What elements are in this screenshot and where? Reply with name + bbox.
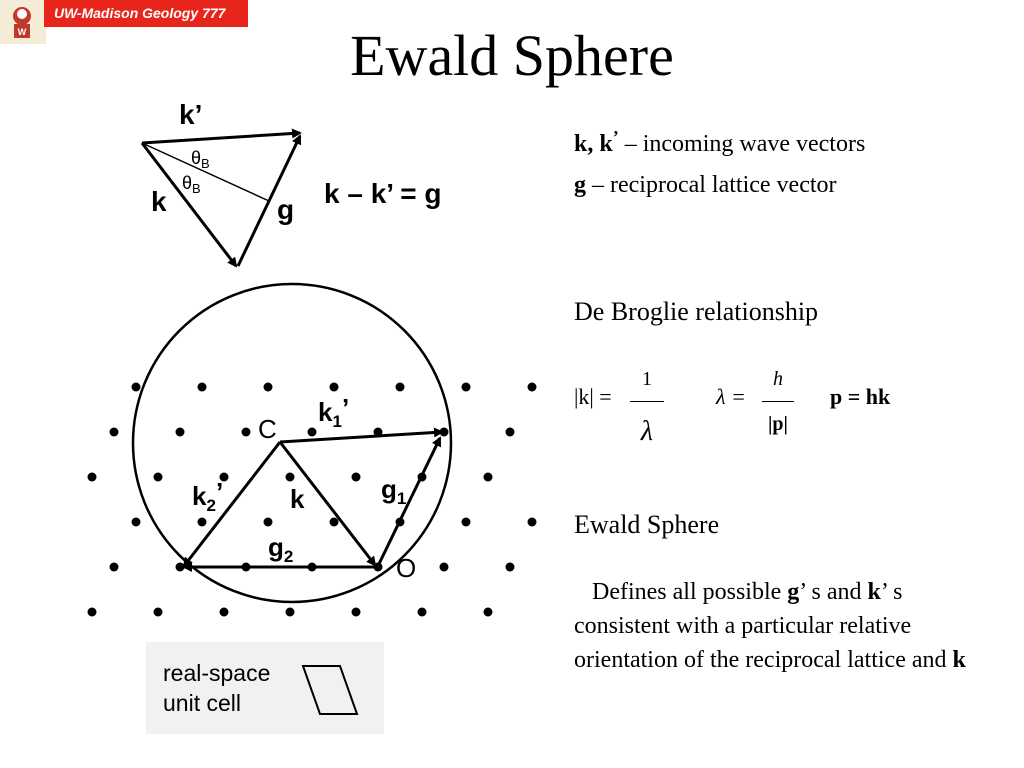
lattice-point	[329, 382, 339, 392]
k2-prime-arrow	[182, 441, 282, 568]
lattice-point	[219, 607, 229, 617]
lattice-point	[131, 382, 141, 392]
label-center-c: C	[258, 414, 277, 444]
label-k2-prime: k2’	[192, 477, 223, 515]
k-incident-arrow	[278, 441, 377, 567]
eq2-fraction-bar	[762, 401, 794, 402]
lattice-point	[527, 382, 537, 392]
eq1-numerator: 1	[642, 368, 652, 390]
lattice-point	[263, 517, 273, 527]
eq2-lhs: λ =	[716, 384, 746, 409]
theta-b-lower: θB	[182, 173, 201, 196]
eq2-numerator: h	[773, 368, 783, 390]
desc-part2: ’ s and	[799, 579, 868, 605]
label-g2: g2	[268, 532, 293, 566]
ewald-circle	[131, 282, 453, 604]
lattice-point	[197, 382, 207, 392]
lattice-point	[109, 427, 119, 437]
lattice-point	[461, 382, 471, 392]
lattice-point	[197, 517, 207, 527]
lattice-point	[153, 607, 163, 617]
ewald-heading: Ewald Sphere	[574, 510, 720, 539]
desc-k-end: k	[952, 647, 966, 673]
lattice-point	[87, 607, 97, 617]
eq2-denominator: |p|	[768, 413, 788, 435]
legend-line2: unit cell	[163, 690, 241, 716]
k1-prime-arrow	[279, 427, 444, 444]
eq1-denominator: λ	[640, 416, 654, 447]
lattice-point	[131, 517, 141, 527]
lattice-point	[527, 517, 537, 527]
de-broglie-heading: De Broglie relationship	[574, 297, 819, 326]
lattice-point	[285, 472, 295, 482]
lattice-point	[461, 517, 471, 527]
label-origin-o: O	[396, 553, 416, 583]
eq1-fraction-bar	[630, 401, 664, 402]
lattice-point	[285, 607, 295, 617]
ewald-description: Defines all possible g’ s and k’ s consi…	[574, 575, 994, 677]
term-k-prime-mark: ’	[612, 127, 619, 147]
vector-equation: k – k’ = g	[324, 178, 442, 209]
legend-background	[146, 642, 384, 734]
lattice-point	[351, 607, 361, 617]
legend-line1: real-space	[163, 660, 270, 686]
lattice-point	[175, 562, 185, 572]
slide-title: Ewald Sphere	[350, 23, 674, 88]
desc-k: k	[867, 579, 881, 605]
theta-b-upper: θB	[191, 148, 210, 171]
lattice-point	[483, 472, 493, 482]
definition-g: g – reciprocal lattice vector	[574, 171, 837, 199]
lattice-point	[87, 472, 97, 482]
reciprocal-lattice	[87, 382, 537, 617]
g1-arrow	[376, 436, 442, 567]
svg-text:W: W	[18, 27, 27, 37]
lattice-point	[329, 517, 339, 527]
desc-part1: Defines all possible	[592, 579, 788, 605]
sphere-vectors	[182, 427, 444, 572]
bisector-line	[141, 142, 270, 202]
label-k-prime: k’	[179, 99, 202, 130]
term-g: g	[574, 172, 586, 198]
label-k: k	[151, 186, 167, 217]
ewald-diagram: k’ k g θB θB k – k’ = g C O k k1’ k2’ g1…	[87, 99, 537, 734]
lattice-point	[109, 562, 119, 572]
label-k-sphere: k	[290, 484, 305, 514]
term-k-pair: k, k	[574, 131, 613, 157]
parallelogram-icon	[301, 665, 359, 715]
course-banner: UW-Madison Geology 777	[44, 0, 248, 27]
definition-k: k, k’ – incoming wave vectors	[574, 127, 866, 159]
lattice-point	[153, 472, 163, 482]
desc-part3: ’ s consistent with a particular relativ…	[574, 579, 953, 673]
lattice-point	[439, 562, 449, 572]
lattice-point	[505, 562, 515, 572]
lattice-point	[351, 472, 361, 482]
lattice-point	[263, 382, 273, 392]
label-g1: g1	[381, 474, 406, 508]
k-arrow	[140, 142, 238, 268]
lattice-point	[373, 427, 383, 437]
lattice-point	[307, 427, 317, 437]
lattice-point	[483, 607, 493, 617]
definition-k-text: – incoming wave vectors	[618, 131, 866, 157]
eq1-lhs: |k| =	[574, 384, 612, 409]
uw-badger-logo: W	[0, 0, 46, 44]
definition-g-text: – reciprocal lattice vector	[586, 172, 837, 198]
lattice-point	[241, 427, 251, 437]
k-prime-arrow	[141, 128, 302, 145]
eq3-momentum: p = hk	[830, 384, 891, 409]
lattice-point	[417, 607, 427, 617]
label-g: g	[277, 194, 294, 225]
top-triangle: k’ k g θB θB k – k’ = g	[140, 99, 442, 268]
unit-cell-legend: real-space unit cell	[146, 642, 384, 734]
lattice-point	[175, 427, 185, 437]
desc-g: g	[787, 579, 800, 605]
label-k1-prime: k1’	[318, 393, 349, 431]
lattice-point	[395, 382, 405, 392]
lattice-point	[219, 472, 229, 482]
lattice-point	[505, 427, 515, 437]
